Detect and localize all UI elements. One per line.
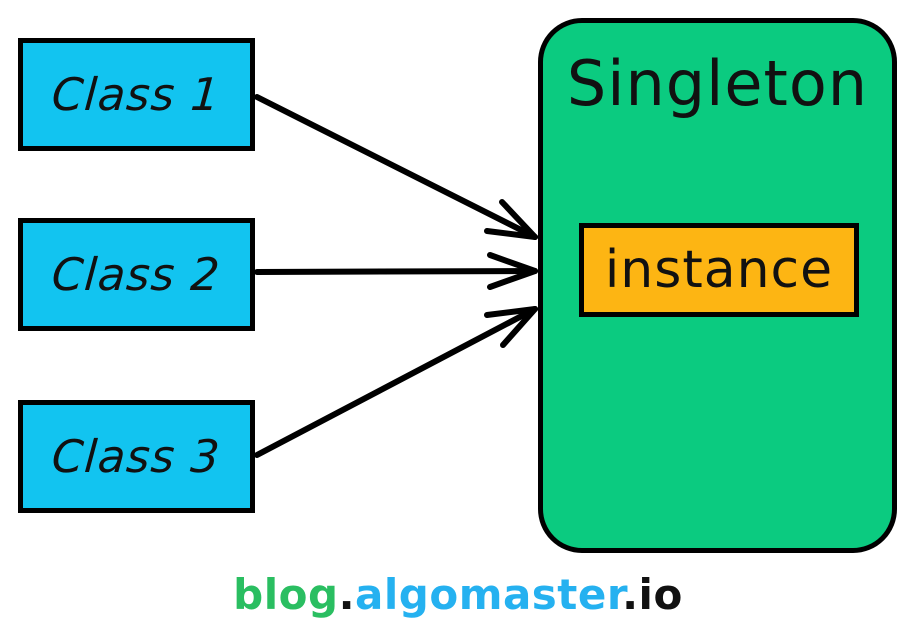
instance-box: instance: [579, 223, 859, 317]
arrow-class1-to-singleton: [254, 94, 538, 240]
class-1-label: Class 1: [50, 68, 223, 121]
class-2-box: Class 2: [18, 218, 255, 331]
arrow-class3-to-singleton: [254, 306, 538, 458]
arrow-class2-to-singleton: [254, 252, 538, 290]
singleton-box: Singleton instance: [538, 18, 897, 553]
watermark-blog: blog: [233, 570, 339, 619]
watermark-algomaster: algomaster: [355, 570, 623, 619]
watermark-io: .io: [622, 570, 683, 619]
class-1-box: Class 1: [18, 38, 255, 151]
class-2-label: Class 2: [50, 248, 223, 301]
site-watermark: blog.algomaster.io: [0, 570, 916, 619]
watermark-dot1: .: [338, 570, 356, 619]
singleton-title: Singleton: [566, 47, 869, 120]
class-3-box: Class 3: [18, 400, 255, 513]
class-3-label: Class 3: [50, 430, 223, 483]
